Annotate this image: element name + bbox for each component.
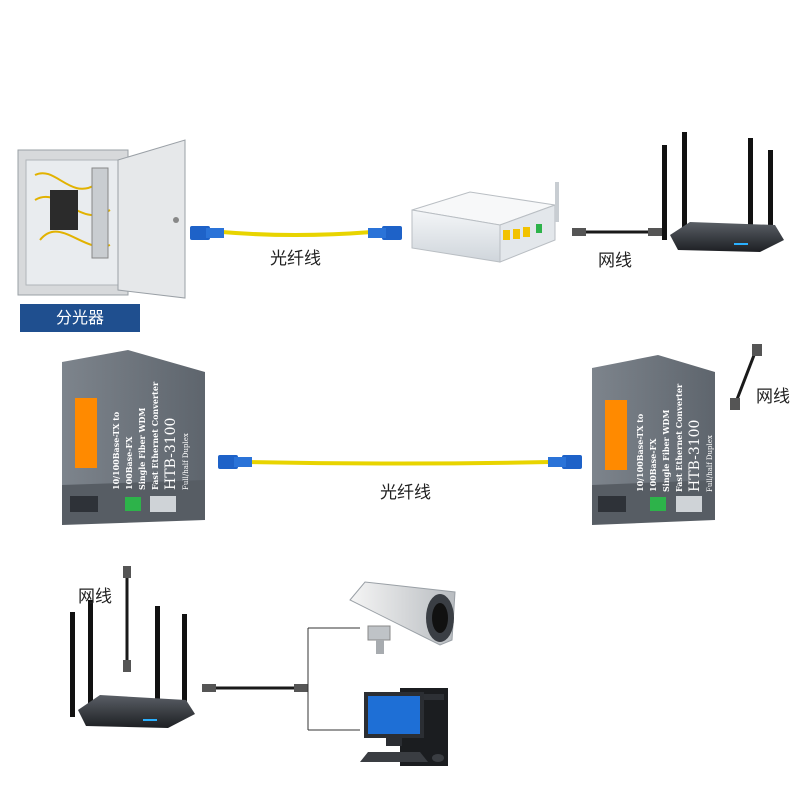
ethernet-cable-top — [572, 228, 662, 236]
ethernet-cable-label-bottom: 网线 — [78, 587, 112, 607]
splitter-label: 分光器 — [20, 304, 140, 332]
desktop-computer — [360, 688, 448, 766]
converter-right-line2: Single Fiber WDM — [661, 409, 671, 492]
converter-right-text: 10/100Base-TX to 100Base-FX Single Fiber… — [628, 384, 728, 494]
converter-right-model: HTB-3100 — [687, 419, 703, 492]
converter-left-line3: Fast Ethernet Converter — [150, 381, 160, 490]
media-converter-right — [592, 355, 715, 525]
ethernet-cable-label-right: 网线 — [756, 387, 790, 407]
fiber-cable-label-middle: 光纤线 — [380, 483, 431, 503]
media-converter-left — [62, 350, 205, 525]
onu-modem — [411, 182, 559, 263]
fiber-cable-middle — [218, 455, 582, 469]
router-bottom — [70, 600, 195, 728]
ethernet-cable-right — [730, 344, 762, 410]
ethernet-cable-label-top: 网线 — [598, 251, 632, 271]
converter-left-line4: Full/half Duplex — [182, 433, 190, 490]
branch-lines — [307, 627, 360, 731]
fiber-cable-top — [190, 226, 402, 240]
ethernet-cable-horizontal — [202, 684, 308, 692]
converter-left-line1: 10/100Base-TX to 100Base-FX — [111, 411, 134, 490]
converter-right-line4: Full/half Duplex — [706, 435, 714, 492]
converter-left-line2: Single Fiber WDM — [137, 407, 147, 490]
router-top — [662, 132, 784, 252]
converter-left-text: 10/100Base-TX to 100Base-FX Single Fiber… — [100, 382, 220, 492]
converter-right-line1: 10/100Base-TX to 100Base-FX — [635, 413, 658, 492]
ethernet-cable-vertical — [123, 566, 131, 672]
splitter-cabinet — [17, 139, 186, 299]
converter-right-line3: Fast Ethernet Converter — [674, 383, 684, 492]
cctv-camera — [349, 581, 456, 654]
converter-left-model: HTB-3100 — [163, 417, 179, 490]
fiber-cable-label-top: 光纤线 — [270, 249, 321, 269]
